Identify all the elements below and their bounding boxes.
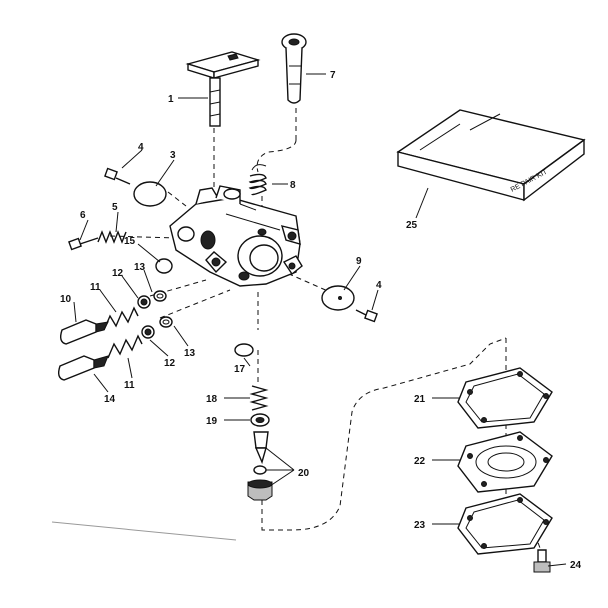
callout-13-upper: 13 bbox=[134, 262, 146, 273]
part-18-spring bbox=[249, 385, 269, 411]
callout-1: 1 bbox=[168, 94, 174, 105]
callout-6: 6 bbox=[80, 210, 86, 221]
part-12-washer-upper bbox=[137, 295, 151, 309]
part-4-screw-top bbox=[104, 167, 131, 185]
part-5-idle-spring bbox=[97, 230, 127, 244]
part-17-plug bbox=[234, 343, 254, 357]
part-25-repair-kit: RE PAIR KIT bbox=[396, 109, 586, 202]
callout-11-lower: 11 bbox=[124, 380, 135, 391]
callout-8: 8 bbox=[290, 180, 296, 191]
callout-17: 17 bbox=[234, 364, 246, 375]
part-3-throttle-plate bbox=[133, 181, 167, 207]
carburetor-body bbox=[169, 185, 303, 287]
callout-10: 10 bbox=[60, 294, 72, 305]
callout-19: 19 bbox=[206, 416, 218, 427]
part-15-welch-plug bbox=[155, 258, 173, 274]
part-10-needle-valve bbox=[59, 319, 109, 345]
callout-13-lower: 13 bbox=[184, 348, 196, 359]
scan-edge-line bbox=[51, 521, 237, 541]
callout-3: 3 bbox=[170, 150, 176, 161]
part-9-choke-plate bbox=[321, 285, 355, 311]
part-22-diaphragm bbox=[457, 431, 553, 493]
callout-23: 23 bbox=[414, 520, 426, 531]
callout-15: 15 bbox=[124, 236, 136, 247]
callout-22: 22 bbox=[414, 456, 426, 467]
callout-21: 21 bbox=[414, 394, 426, 405]
part-6-idle-speed-screw bbox=[68, 237, 99, 251]
part-20-inlet-needle bbox=[253, 431, 269, 465]
callout-12-upper: 12 bbox=[112, 268, 124, 279]
part-1-throttle-shaft bbox=[185, 51, 261, 127]
part-11-needle-spring-upper bbox=[103, 306, 139, 331]
leader-lines bbox=[73, 73, 567, 567]
part-19-gasket bbox=[250, 413, 270, 427]
part-4-screw-right bbox=[355, 309, 378, 323]
callout-25: 25 bbox=[406, 220, 418, 231]
part-14-needle-valve bbox=[57, 355, 109, 381]
callout-14: 14 bbox=[104, 394, 116, 405]
part-21-gasket bbox=[457, 367, 553, 429]
part-13-o-ring-lower bbox=[159, 316, 173, 328]
callout-12-lower: 12 bbox=[164, 358, 176, 369]
part-13-o-ring-upper bbox=[153, 290, 167, 302]
callout-5: 5 bbox=[112, 202, 118, 213]
part-11-needle-spring-lower bbox=[107, 334, 143, 359]
callout-7: 7 bbox=[330, 70, 336, 81]
part-7-choke-shaft bbox=[281, 33, 307, 104]
part-20-small-gasket bbox=[253, 465, 267, 475]
part-24-screw bbox=[533, 549, 551, 573]
callout-labels: 1 7 3 4 8 5 6 15 13 12 11 10 9 4 13 12 1… bbox=[60, 70, 582, 571]
callout-4-top: 4 bbox=[138, 142, 144, 153]
part-8-spring bbox=[248, 164, 267, 196]
part-20-seat bbox=[247, 479, 273, 501]
callout-11-upper: 11 bbox=[90, 282, 101, 293]
part-23-cover bbox=[457, 493, 553, 555]
callout-18: 18 bbox=[206, 394, 218, 405]
callout-4-right: 4 bbox=[376, 280, 382, 291]
callout-9: 9 bbox=[356, 256, 362, 267]
part-12-washer-lower bbox=[141, 325, 155, 339]
callout-20: 20 bbox=[298, 468, 310, 479]
callout-24: 24 bbox=[570, 560, 582, 571]
